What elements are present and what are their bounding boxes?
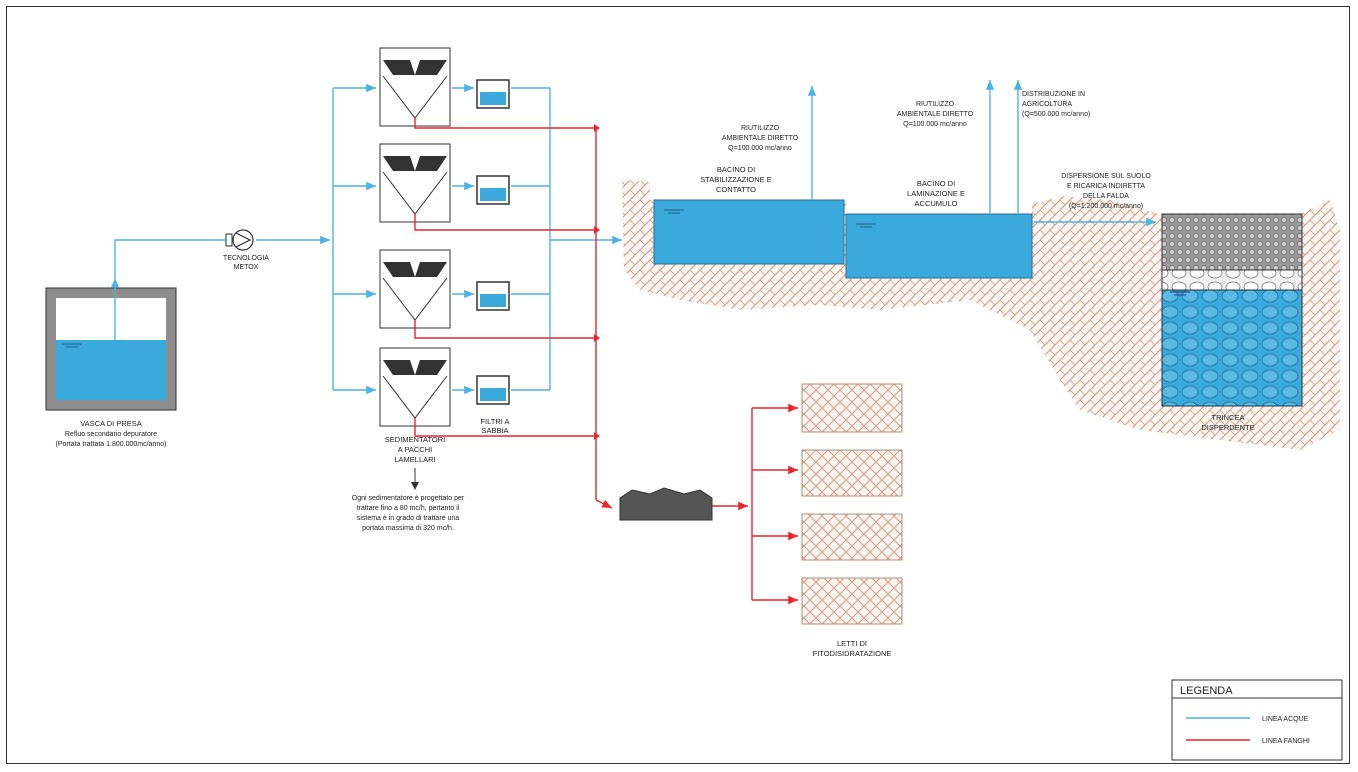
reuse2-line-3: Q=100.000 mc/anno xyxy=(903,121,967,128)
basin1-line-1: BACINO DI xyxy=(717,165,755,174)
dispersing-trench xyxy=(1161,213,1303,407)
sludge-dewatering-unit xyxy=(619,487,713,521)
pump-label-2: METOX xyxy=(234,264,259,271)
reuse2-line-2: AMBIENTALE DIRETTO xyxy=(897,111,974,118)
legend-title: LEGENDA xyxy=(1180,685,1233,697)
sand-filter-label-1: FILTRI A xyxy=(480,417,509,426)
water-line-main xyxy=(114,88,334,390)
beds-label-1: LETTI DI xyxy=(837,639,867,648)
note-line-2: trattare fino a 80 mc/h, pertanto il xyxy=(357,505,460,512)
pump-icon xyxy=(225,229,254,251)
phyto-beds xyxy=(801,383,903,625)
basin1-line-2: STABILIZZAZIONE E xyxy=(700,175,772,184)
intake-subtitle: Refluo secondario depuratore xyxy=(65,431,157,438)
legend-sludge-label: LINEA FANGHI xyxy=(1262,738,1310,745)
lamination-basin xyxy=(845,213,1033,279)
reuse-lines xyxy=(807,80,1156,227)
dispersion-line-4: (Q=1.200.000 mc/anno) xyxy=(1069,203,1143,210)
sedimenter-row-1 xyxy=(333,47,550,127)
note-line-4: portata massima di 320 mc/h. xyxy=(362,525,454,532)
intake-tank xyxy=(45,278,177,411)
intake-title: VASCA DI PRESA xyxy=(80,419,142,428)
sedimenter-row-3 xyxy=(333,249,550,329)
sedimenters-label-1: SEDIMENTATORI xyxy=(385,435,445,444)
dispersion-line-1: DISPERSIONE SUL SUOLO xyxy=(1061,173,1151,180)
sludge-arrows xyxy=(594,124,600,440)
agri-line-1: DISTRIBUZIONE IN xyxy=(1022,91,1085,98)
note-line-1: Ogni sedimentatore è progettato per xyxy=(352,495,465,502)
sand-filter-label-2: SABBIA xyxy=(481,426,508,435)
sedimenters-label-3: LAMELLARI xyxy=(394,455,435,464)
note-line-3: sistema è in grado di trattare una xyxy=(357,515,459,522)
intake-flow: (Portata trattata 1.800.000mc/anno) xyxy=(56,441,167,448)
reuse1-line-2: AMBIENTALE DIRETTO xyxy=(722,135,799,142)
sedimenter-row-2 xyxy=(333,143,550,223)
agri-line-3: (Q=500.000 mc/anno) xyxy=(1022,111,1090,118)
pump-label-1: TECNOLOGIA xyxy=(223,255,269,262)
drawing-frame xyxy=(6,6,1350,764)
basin2-line-1: BACINO DI xyxy=(917,179,955,188)
reuse2-line-1: RIUTILIZZO xyxy=(916,101,955,108)
stabilization-basin xyxy=(653,199,845,265)
sedimenters-label-2: A PACCHI xyxy=(398,445,432,454)
agri-line-2: AGRICOLTURA xyxy=(1022,101,1072,108)
reuse1-line-1: RIUTILIZZO xyxy=(741,125,780,132)
basin2-line-2: LAMINAZIONE E xyxy=(907,189,965,198)
legend-water-label: LINEA ACQUE xyxy=(1262,716,1309,723)
basin2-line-3: ACCUMULO xyxy=(915,199,958,208)
sedimenter-row-4 xyxy=(333,347,550,427)
note-arrow xyxy=(411,468,419,490)
dispersion-line-3: DELLA FALDA xyxy=(1083,193,1129,200)
reuse1-line-3: Q=100.000 mc/anno xyxy=(728,145,792,152)
trench-line-1: TRINCEA xyxy=(1212,413,1245,422)
dispersion-line-2: E RICARICA INDIRETTA xyxy=(1067,183,1145,190)
trench-line-2: DISPERDENTE xyxy=(1201,423,1254,432)
basin1-line-3: CONTATTO xyxy=(716,185,756,194)
beds-label-2: FITODISIDRATAZIONE xyxy=(813,649,892,658)
water-line-collector xyxy=(549,88,622,390)
legend xyxy=(1171,679,1343,761)
